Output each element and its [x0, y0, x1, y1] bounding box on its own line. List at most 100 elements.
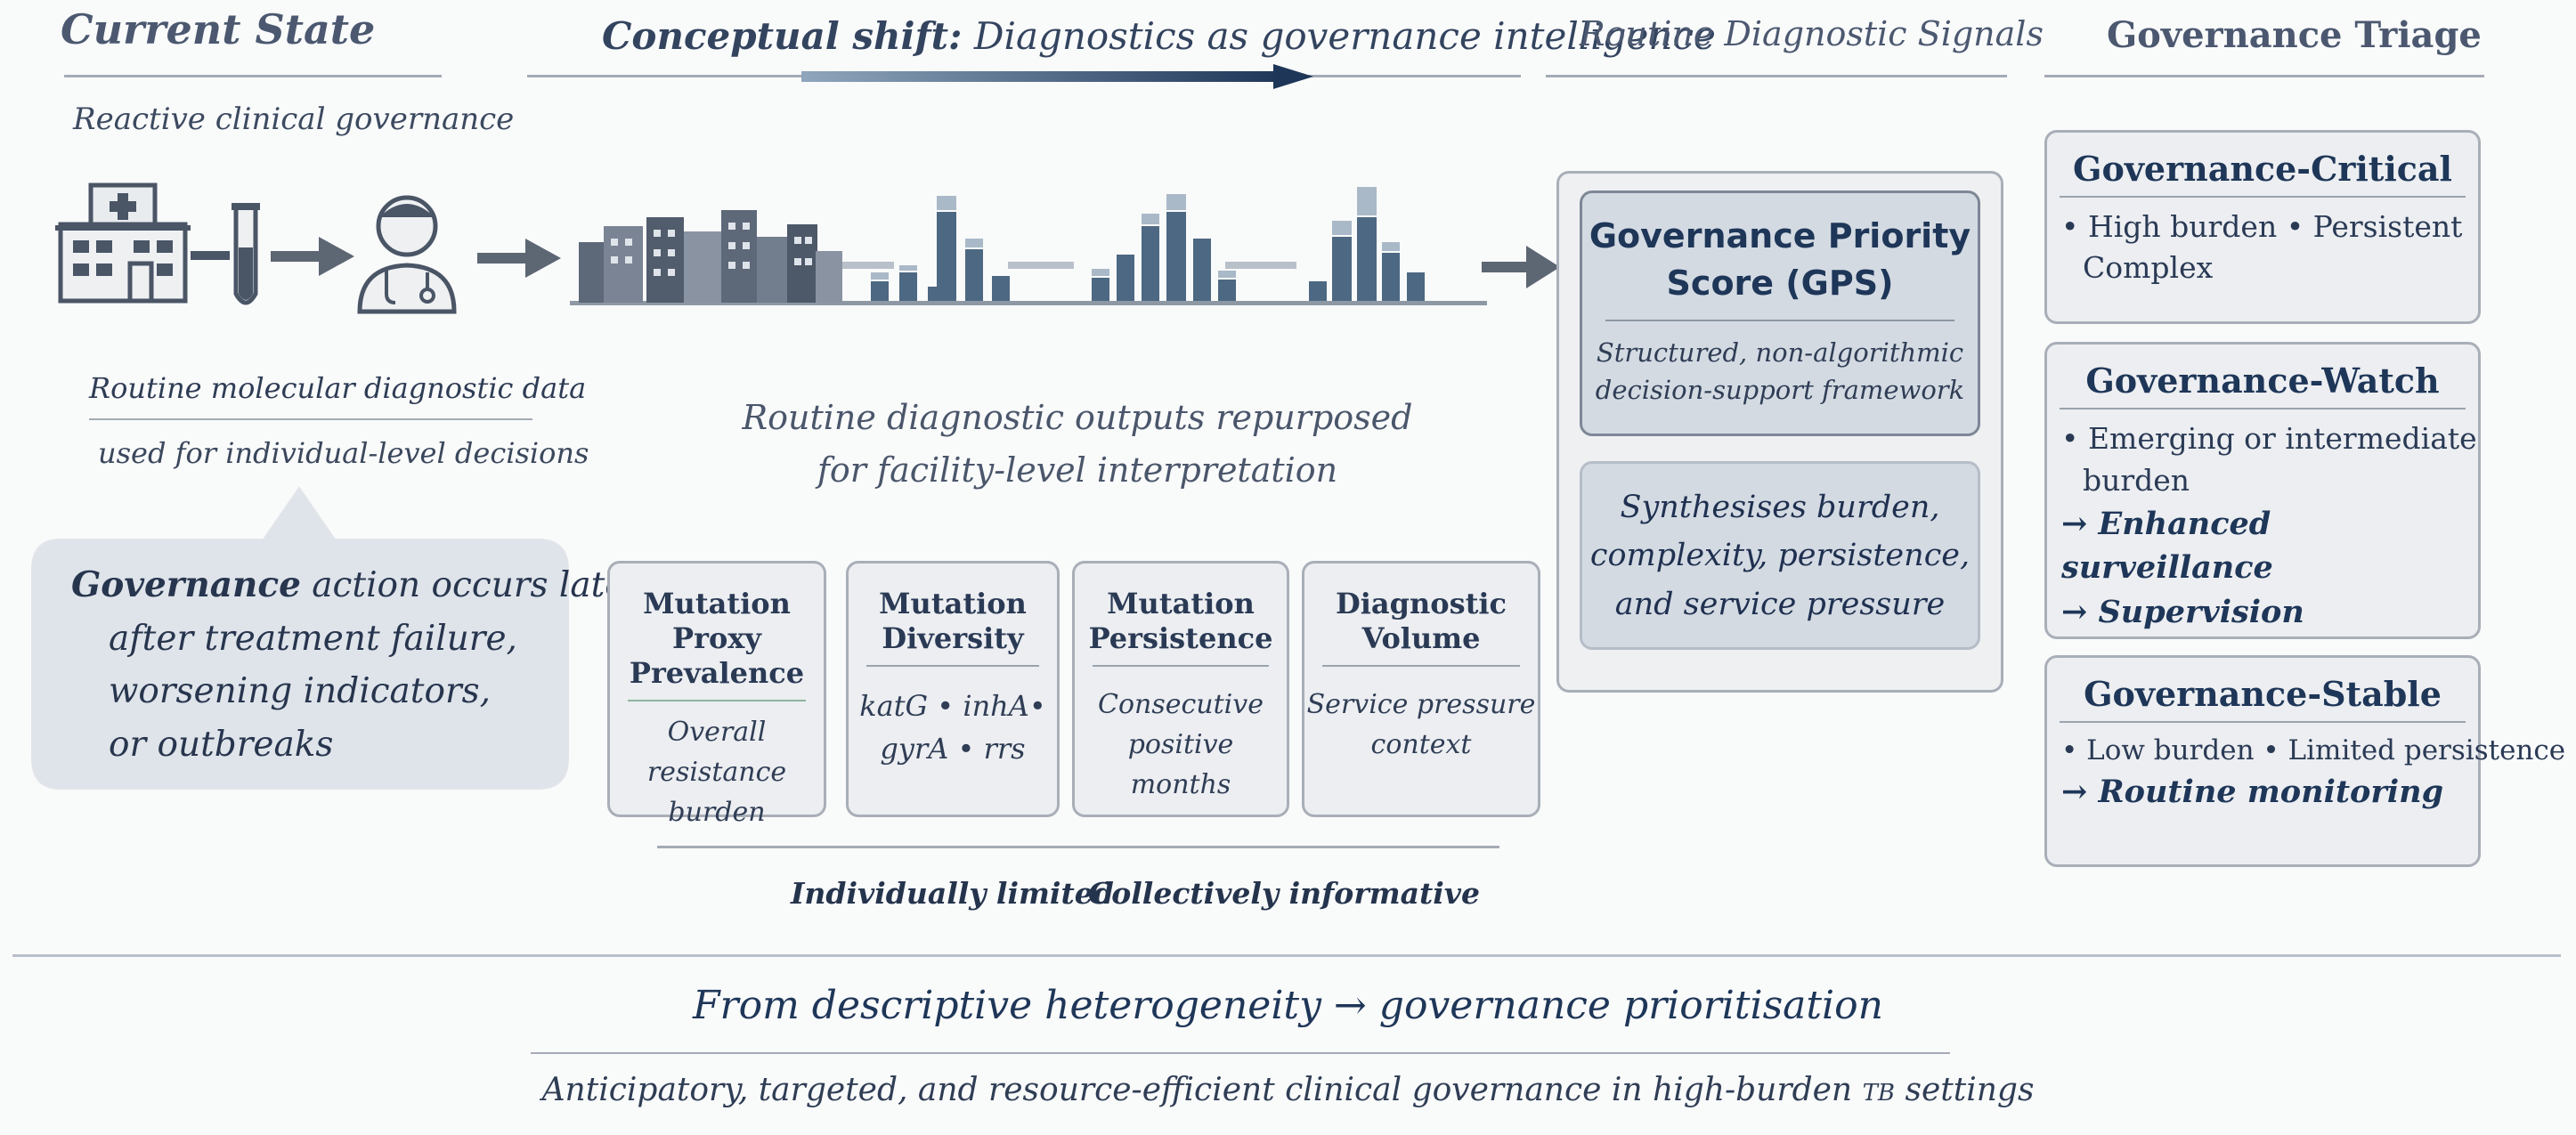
footer-sub: Anticipatory, targeted, and resource-eff…: [0, 1072, 2576, 1108]
signal-body: Consecutive positive months: [1075, 685, 1287, 805]
triage-title: Governance-Critical: [2073, 149, 2452, 189]
footer-main: From descriptive heterogeneity → governa…: [693, 983, 1883, 1028]
header-rule: [2044, 75, 2484, 77]
triage-line: Complex: [2083, 250, 2214, 286]
triage-line: • High burden • Persistent: [2061, 209, 2463, 244]
callout-item: or outbreaks: [109, 724, 334, 765]
signal-body-line: context: [1370, 729, 1472, 761]
signal-title: Mutation Proxy Prevalence: [610, 587, 824, 691]
signal-title-line: Mutation: [1107, 587, 1255, 620]
header-routine-signals: Routine Diagnostic Signals: [1580, 14, 2044, 53]
signal-body: Overall resistance burden: [610, 712, 824, 832]
triage-action: → Enhanced surveillance: [2061, 505, 2273, 587]
triage-body: • High burden • Persistent Complex: [2047, 207, 2478, 288]
triage-critical: Governance-Critical • High burden • Pers…: [2044, 130, 2481, 324]
gps-title-line-2: Score (GPS): [1666, 263, 1894, 304]
header-conceptual-shift: Conceptual shift: Diagnostics as governa…: [602, 14, 1716, 58]
footer-separator: [12, 954, 2561, 957]
footer-sub-tb: TB: [1862, 1080, 1896, 1107]
repurposed-text: Routine diagnostic outputs repurposed fo…: [695, 392, 1460, 497]
caption-individually-limited: Individually limited: [791, 876, 1114, 911]
bar-group-icon: [1092, 194, 1236, 301]
callout-lead: Governance: [71, 564, 301, 605]
signal-title-line: Diversity: [882, 621, 1024, 656]
facility-skyline: [570, 187, 1560, 305]
triage-action: → Supervision: [2061, 594, 2304, 631]
signal-title-line: Diagnostic: [1335, 587, 1507, 620]
triage-body: • Emerging or intermediate burden → Enha…: [2047, 418, 2478, 635]
signal-box-diagnostic-volume: Diagnostic Volume Service pressure conte…: [1302, 561, 1540, 817]
signal-divider: [866, 665, 1039, 668]
gps-title-line-1: Governance Priority: [1589, 216, 1971, 255]
governance-callout: [31, 486, 569, 790]
footer-rule: [531, 1052, 1950, 1054]
callout-heading: Governance action occurs late:: [71, 559, 637, 612]
triage-divider: [2060, 196, 2466, 198]
header-rule: [64, 75, 442, 77]
triage-divider: [2060, 408, 2466, 409]
triage-line: • Emerging or intermediate: [2061, 421, 2477, 456]
gps-synth-line: complexity, persistence,: [1589, 538, 1971, 574]
triage-watch: Governance-Watch • Emerging or intermedi…: [2044, 342, 2481, 639]
signal-title-line: Proxy: [672, 621, 761, 656]
gps-synthesis-text: Synthesises burden, complexity, persiste…: [1582, 483, 1978, 628]
gps-desc-line-1: Structured, non-algorithmic: [1596, 337, 1964, 369]
triage-divider: [2060, 721, 2466, 723]
repurposed-line-2: for facility-level interpretation: [817, 450, 1338, 490]
signal-title-line: Prevalence: [629, 656, 805, 691]
link-bar: [191, 251, 230, 260]
shift-lead: Conceptual shift:: [602, 14, 963, 58]
signal-title-line: Persistence: [1088, 621, 1273, 656]
triage-title: Governance-Watch: [2085, 361, 2440, 401]
signal-body-line: Overall: [667, 717, 767, 749]
signal-title-line: Volume: [1361, 621, 1481, 656]
signal-box-mutation-diversity: Mutation Diversity katG • inhA• gyrA • r…: [846, 561, 1060, 817]
triage-title: Governance-Stable: [2084, 674, 2442, 714]
repurposed-line-1: Routine diagnostic outputs repurposed: [742, 398, 1413, 437]
shift-rest: Diagnostics as governance intelligence: [973, 14, 1716, 58]
test-tube-icon: [232, 203, 260, 305]
signal-box-proxy-prevalence: Mutation Proxy Prevalence Overall resist…: [607, 561, 826, 828]
footer-sub-main: Anticipatory, targeted, and resource-eff…: [541, 1072, 1853, 1108]
signals-underline: [657, 846, 1499, 848]
signal-title-line: Mutation: [643, 587, 791, 620]
header-governance-triage: Governance Triage: [2107, 14, 2482, 56]
signal-divider: [628, 700, 806, 702]
signal-title: Diagnostic Volume: [1304, 587, 1538, 656]
current-state-subtitle: Reactive clinical governance: [73, 101, 515, 137]
signal-body-line: Service pressure: [1306, 689, 1536, 721]
footer-sub-end: settings: [1905, 1072, 2035, 1108]
signal-divider: [1093, 665, 1269, 668]
header-rule: [1546, 75, 2007, 77]
triage-action: → Routine monitoring: [2061, 774, 2444, 811]
gps-divider: [1605, 320, 1954, 322]
gps-description: Structured, non-algorithmic decision-sup…: [1582, 334, 1978, 409]
triage-stable: Governance-Stable • Low burden • Limited…: [2044, 655, 2566, 867]
triage-line: burden: [2083, 462, 2190, 498]
callout-item: after treatment failure,: [109, 618, 517, 659]
callout-item: worsening indicators,: [109, 671, 491, 712]
data-line-1: Routine molecular diagnostic data: [89, 371, 587, 405]
bar-group-icon: [871, 196, 1010, 301]
bar-group-icon: [1309, 187, 1425, 301]
gps-synth-line: Synthesises burden,: [1620, 490, 1940, 525]
shift-arrow: [801, 64, 1313, 89]
callout-rest: action occurs late:: [312, 565, 638, 605]
signal-body-line: katG • inhA•: [859, 689, 1046, 724]
gps-desc-line-2: decision-support framework: [1595, 375, 1965, 406]
arrow-right-icon: [477, 239, 561, 278]
signal-title: Mutation Persistence: [1075, 587, 1287, 656]
signal-body: Service pressure context: [1304, 685, 1538, 765]
data-line-2: used for individual-level decisions: [98, 436, 589, 470]
gps-title: Governance Priority Score (GPS): [1582, 213, 1978, 307]
triage-line: • Low burden • Limited persistence: [2061, 734, 2566, 766]
header-current-state: Current State: [61, 5, 376, 53]
signal-title-line: Mutation: [879, 587, 1027, 620]
signal-body-line: Consecutive: [1098, 689, 1264, 721]
clinician-icon: [357, 195, 457, 314]
callout-text: Governance action occurs late: after tre…: [71, 559, 637, 772]
gps-synthesis-box: Synthesises burden, complexity, persiste…: [1580, 461, 1980, 650]
triage-body: • Low burden • Limited persistence → Rou…: [2047, 732, 2566, 814]
signal-body-line: positive months: [1127, 729, 1234, 801]
